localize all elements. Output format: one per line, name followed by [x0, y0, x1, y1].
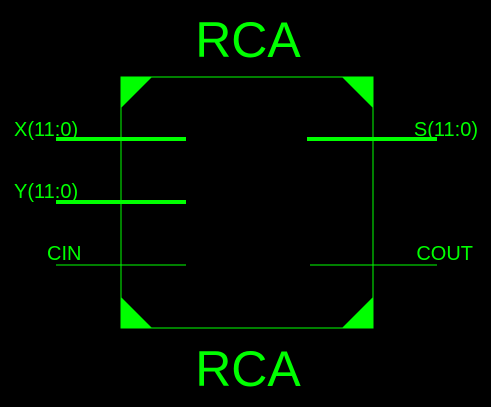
corner-marker-top-left [121, 77, 152, 108]
corner-marker-bottom-right [342, 297, 373, 328]
port-label-y: Y(11:0) [14, 181, 78, 203]
port-label-s: S(11:0) [414, 119, 478, 141]
symbol-top-label: RCA [195, 12, 301, 68]
symbol-bottom-label: RCA [195, 341, 301, 397]
corner-marker-bottom-left [121, 297, 152, 328]
port-label-cin: CIN [47, 243, 81, 265]
port-label-x: X(11:0) [14, 119, 78, 141]
corner-marker-top-right [342, 77, 373, 108]
port-label-cout: COUT [416, 243, 473, 265]
